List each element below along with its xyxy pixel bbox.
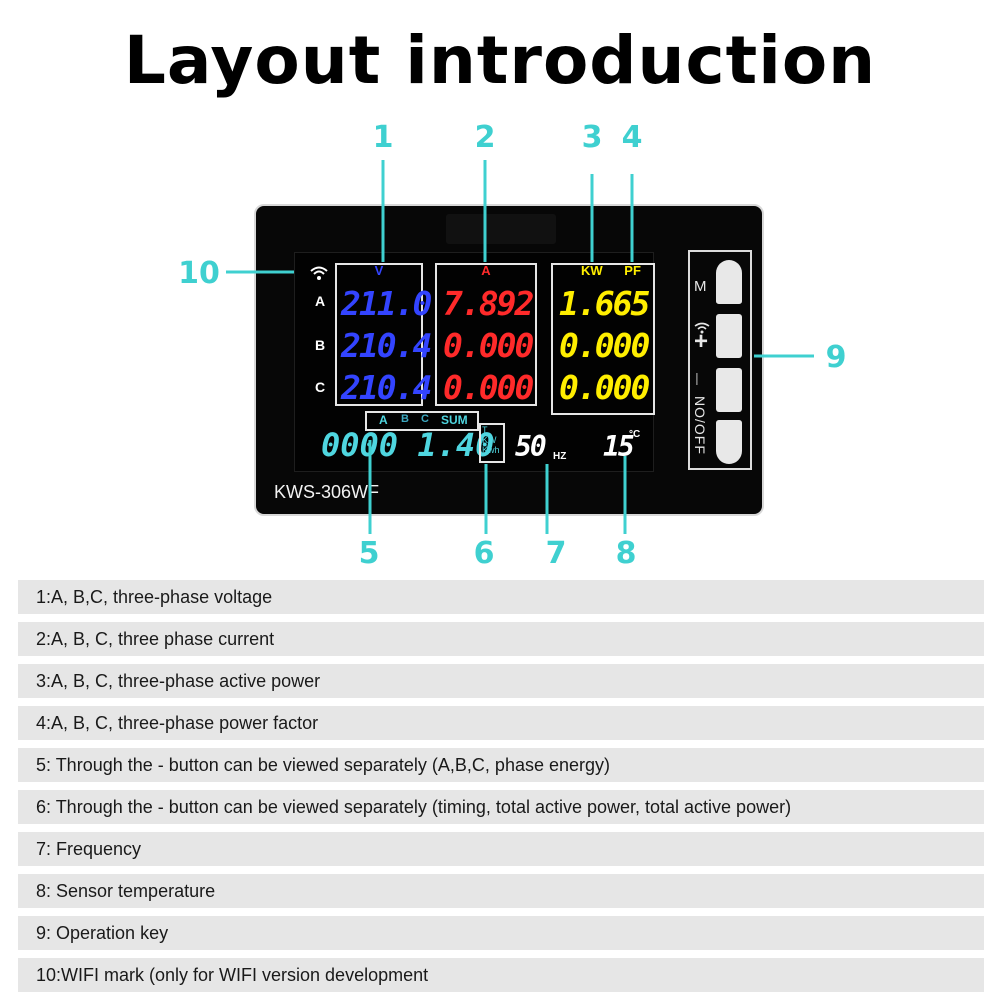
- list-item: 9: Operation key: [18, 916, 984, 950]
- callout-6: 6: [473, 536, 495, 571]
- keypad: M + — NO/OFF: [688, 250, 752, 470]
- energy-unit-box: T KW Kwh: [479, 423, 505, 463]
- key-plus-label: +: [694, 328, 709, 355]
- wifi-icon-small: [694, 322, 710, 334]
- wifi-icon: [310, 266, 328, 280]
- current-box: A 7.892 0.000 0.000: [435, 263, 537, 406]
- frequency-unit: HZ: [553, 451, 567, 462]
- list-item: 2:A, B, C, three phase current: [18, 622, 984, 656]
- current-b: 0.000: [443, 326, 534, 365]
- plus-button[interactable]: [716, 314, 742, 358]
- energy-unit-t: T: [482, 425, 488, 435]
- list-item: 3:A, B, C, three-phase active power: [18, 664, 984, 698]
- phase-selector-a: A: [379, 413, 388, 427]
- temperature-unit: °C: [629, 429, 641, 440]
- power-c: 0.000: [559, 368, 650, 407]
- temperature-readout: 15: [603, 430, 635, 463]
- phase-label-a: A: [315, 293, 326, 309]
- phase-label-b: B: [315, 337, 326, 353]
- list-item: 10:WIFI mark (only for WIFI version deve…: [18, 958, 984, 992]
- callout-7: 7: [545, 536, 567, 571]
- description-list: 1:A, B,C, three-phase voltage 2:A, B, C,…: [18, 580, 984, 1000]
- list-item: 6: Through the - button can be viewed se…: [18, 790, 984, 824]
- minus-button[interactable]: [716, 368, 742, 412]
- energy-readout: 0000 1.40: [321, 426, 495, 464]
- power-a: 1.665: [559, 284, 650, 323]
- voltage-a: 211.0: [341, 284, 432, 323]
- current-a: 7.892: [443, 284, 534, 323]
- lcd-screen: A B C V 211.0 210.4 210.4 A 7.892 0.000 …: [294, 252, 655, 472]
- voltage-box: V 211.0 210.4 210.4: [335, 263, 432, 406]
- phase-selector-c: C: [421, 413, 429, 425]
- callout-5: 5: [358, 536, 380, 571]
- list-item: 7: Frequency: [18, 832, 984, 866]
- onoff-button[interactable]: [716, 420, 742, 464]
- callout-3: 3: [581, 120, 603, 155]
- voltage-header: V: [374, 263, 384, 278]
- callout-9: 9: [825, 340, 847, 375]
- current-header: A: [481, 263, 491, 278]
- m-button[interactable]: [716, 260, 742, 304]
- phase-selector-sum: SUM: [441, 413, 468, 427]
- power-headers: KW PF: [553, 263, 653, 278]
- voltage-b: 210.4: [341, 326, 432, 365]
- list-item: 4:A, B, C, three-phase power factor: [18, 706, 984, 740]
- voltage-c: 210.4: [341, 368, 432, 407]
- model-label: KWS-306WF: [274, 482, 380, 502]
- phase-selector: A B C SUM: [365, 411, 479, 431]
- callout-2: 2: [474, 120, 496, 155]
- meter-device: A B C V 211.0 210.4 210.4 A 7.892 0.000 …: [254, 204, 764, 516]
- energy-unit-kw: KW: [482, 435, 497, 445]
- phase-label-c: C: [315, 379, 326, 395]
- page-title: Layout introduction: [123, 22, 877, 99]
- energy-unit-kwh: Kwh: [482, 445, 500, 455]
- power-box: KW PF 1.665 0.000 0.000: [551, 263, 655, 415]
- phase-selector-b: B: [401, 413, 409, 425]
- power-b: 0.000: [559, 326, 650, 365]
- callout-4: 4: [621, 120, 643, 155]
- callout-10: 10: [178, 256, 220, 291]
- key-m-label: M: [694, 278, 707, 295]
- list-item: 1:A, B,C, three-phase voltage: [18, 580, 984, 614]
- current-c: 0.000: [443, 368, 534, 407]
- key-onoff-label: NO/OFF: [692, 396, 708, 455]
- callout-8: 8: [615, 536, 637, 571]
- list-item: 5: Through the - button can be viewed se…: [18, 748, 984, 782]
- callout-1: 1: [372, 120, 394, 155]
- power-kw-header: KW: [581, 263, 603, 278]
- power-pf-header: PF: [624, 263, 641, 278]
- frequency-readout: 50: [515, 430, 547, 463]
- device-notch: [446, 214, 556, 244]
- list-item: 8: Sensor temperature: [18, 874, 984, 908]
